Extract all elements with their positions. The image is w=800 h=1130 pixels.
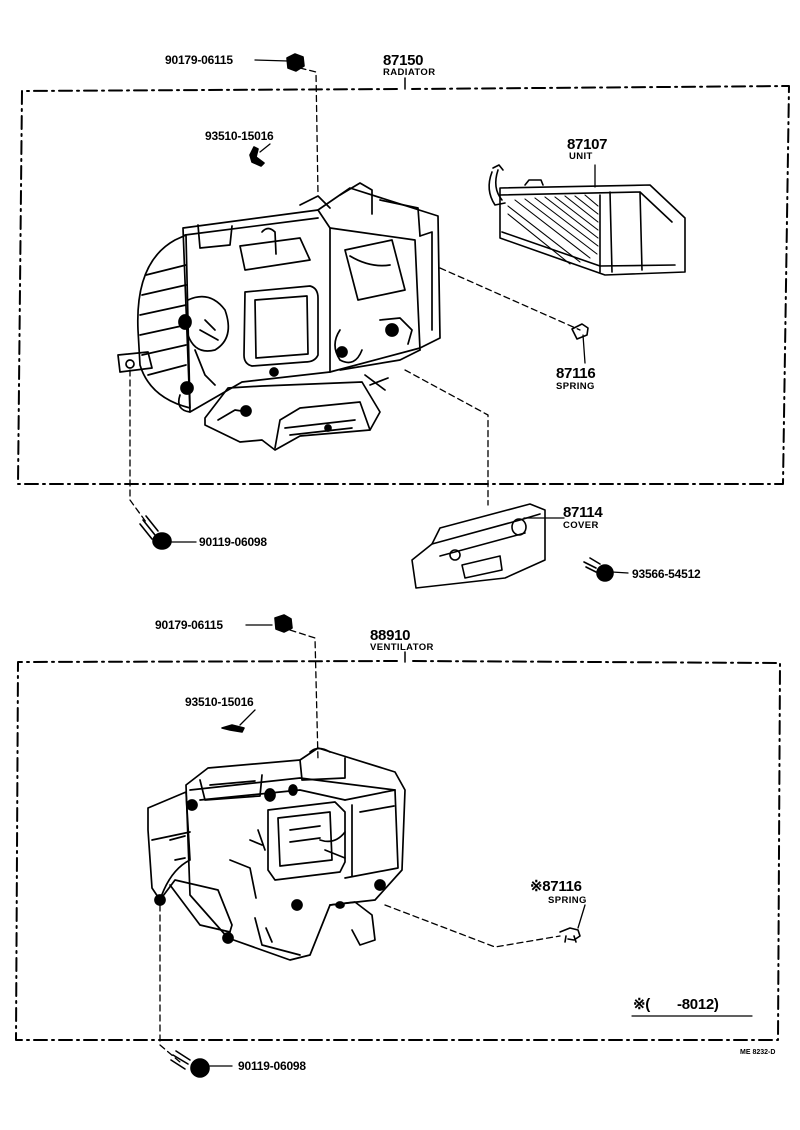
- ventilator-bolt-label[interactable]: 90119-06098: [238, 1059, 306, 1073]
- figure-code: ME 8232-D: [740, 1049, 776, 1056]
- radiator-spring-number[interactable]: 87116: [556, 365, 596, 382]
- cover-name: COVER: [563, 520, 599, 531]
- radiator-leaders: [129, 67, 581, 523]
- radiator-nut-top-label[interactable]: 90179-06115: [165, 53, 233, 67]
- radiator-clip-label[interactable]: 93510-15016: [205, 129, 274, 143]
- radiator-group-frame: [17, 85, 790, 485]
- cover-number[interactable]: 87114: [563, 504, 603, 521]
- ventilator-spring-number[interactable]: ※87116: [530, 878, 582, 895]
- ventilator-part-number: 88910: [370, 627, 411, 644]
- radiator-name: RADIATOR: [383, 67, 436, 78]
- radiator-assembly-drawing: [117, 182, 441, 451]
- screw-label[interactable]: 93566-54512: [632, 567, 701, 581]
- ventilator-clip-label[interactable]: 93510-15016: [185, 695, 254, 709]
- ventilator-leaders: [159, 629, 561, 1063]
- radiator-spring-name: SPRING: [556, 381, 595, 392]
- radiator-bolt-label[interactable]: 90119-06098: [199, 535, 267, 549]
- radiator-part-number: 87150: [383, 52, 424, 69]
- ventilator-spring-name: SPRING: [548, 895, 587, 906]
- ventilator-solid-leaders: [209, 624, 586, 1067]
- ventilator-fasteners: [170, 614, 581, 1078]
- heater-unit-name: UNIT: [569, 151, 593, 162]
- ventilator-nut-top-label[interactable]: 90179-06115: [155, 618, 223, 632]
- ventilator-group-frame: [15, 660, 781, 1041]
- heater-unit-number[interactable]: 87107: [567, 136, 608, 153]
- footnote: ※( -8012): [633, 996, 719, 1013]
- cover-drawing: [411, 503, 546, 589]
- ventilator-assembly-drawing: [147, 747, 406, 961]
- radiator-fasteners: [139, 53, 614, 582]
- heater-unit-drawing: [488, 164, 686, 276]
- ventilator-name: VENTILATOR: [370, 642, 434, 653]
- radiator-solid-leaders: [171, 59, 629, 574]
